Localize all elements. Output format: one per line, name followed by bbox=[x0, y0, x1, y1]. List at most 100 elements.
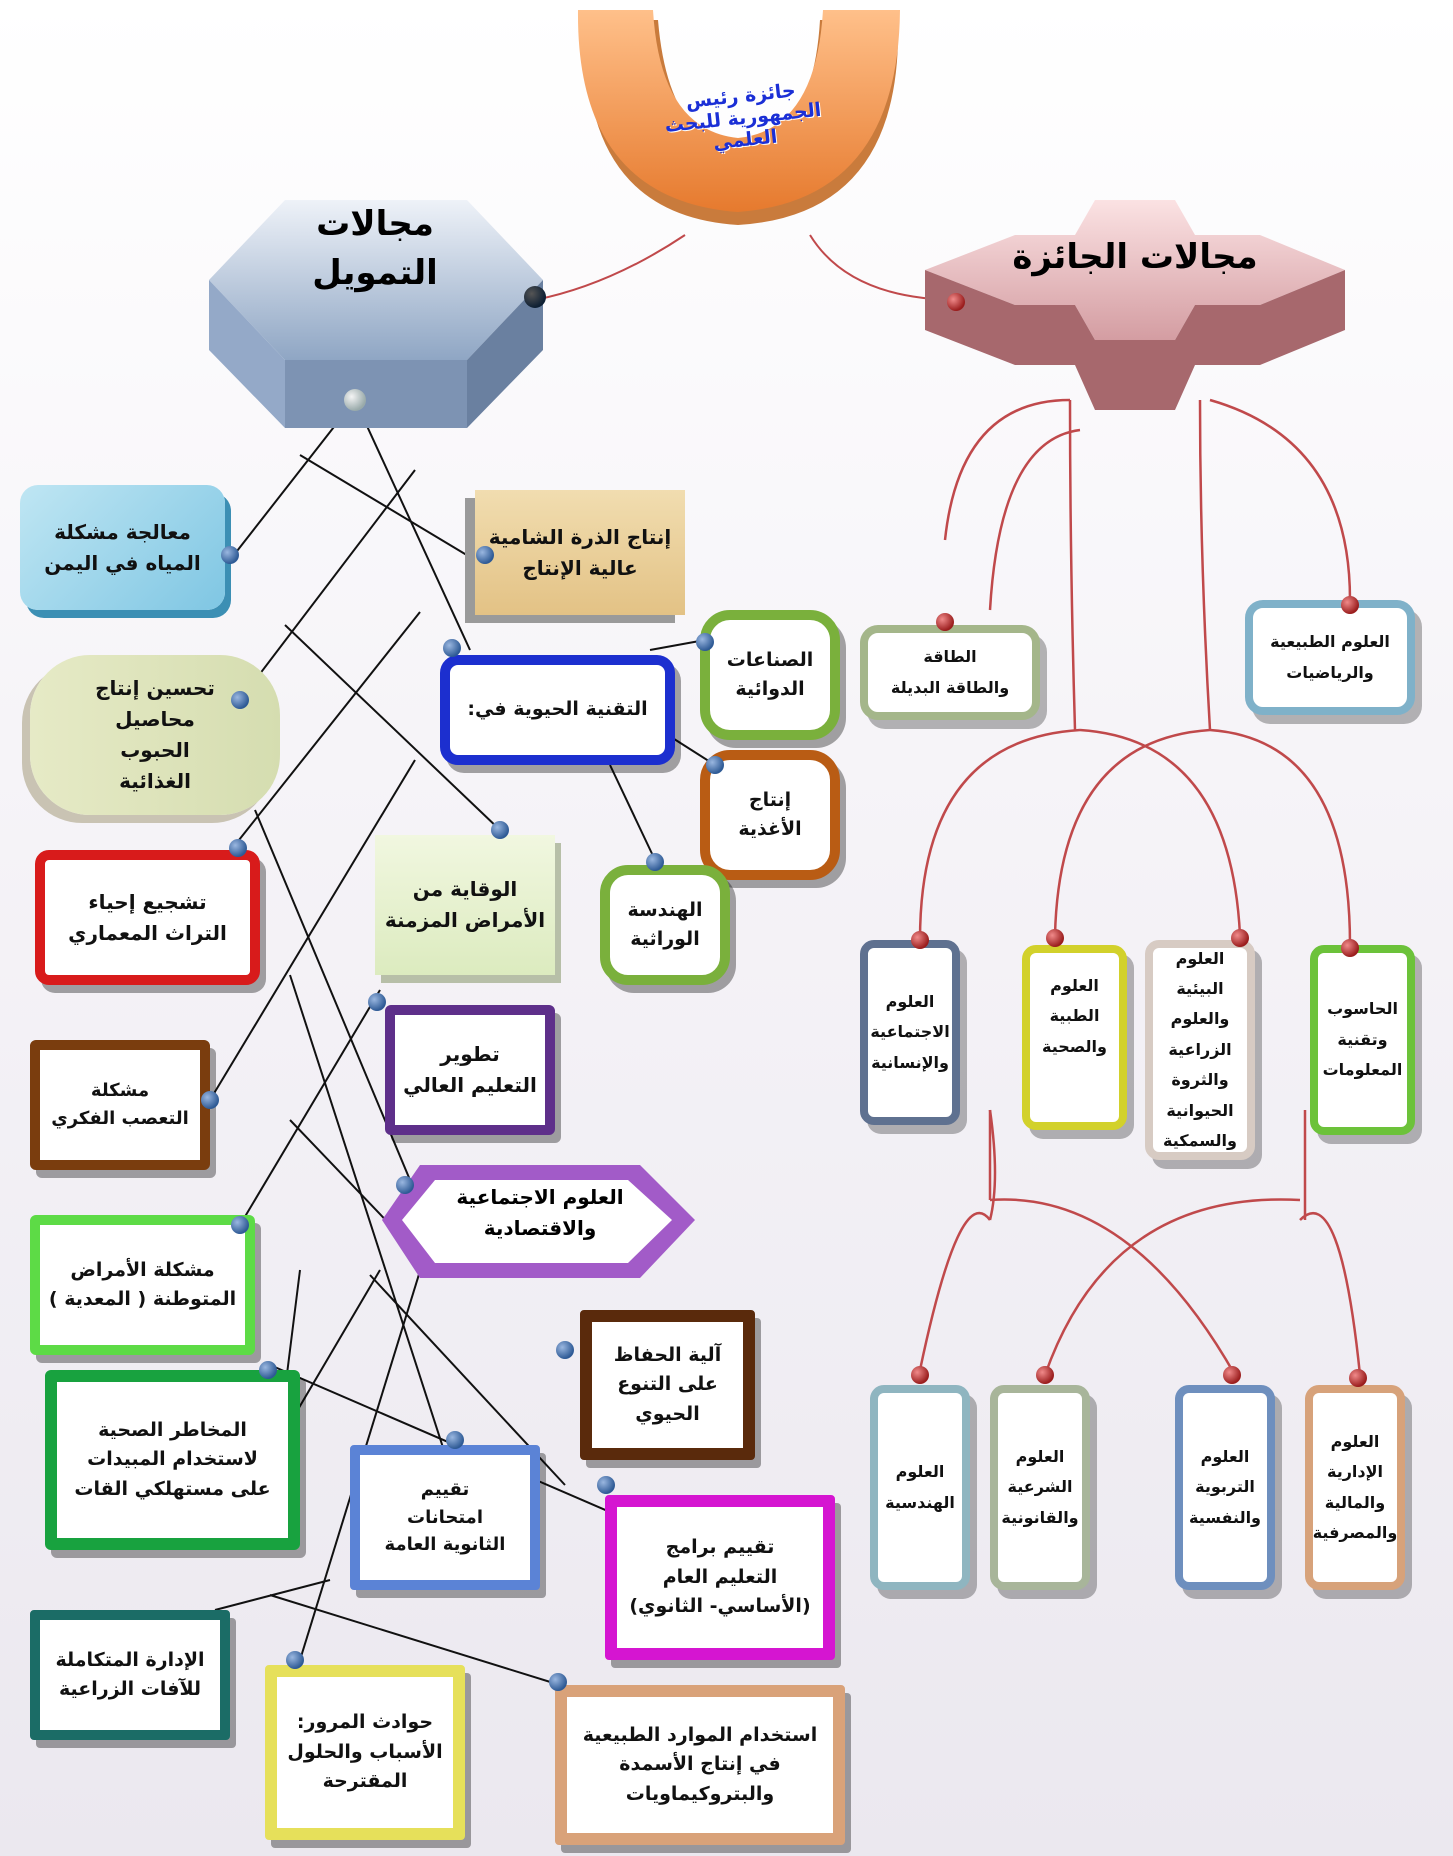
award-star-connector bbox=[947, 293, 965, 311]
funding-title-line2: التمويل bbox=[312, 253, 438, 294]
award-item-sharia: العلوم الشرعية والقانونية bbox=[990, 1385, 1090, 1590]
computing-line2: وتقنية bbox=[1337, 1029, 1388, 1049]
heritage-connector bbox=[229, 839, 247, 857]
funding-item-food: إنتاج الأغذية bbox=[700, 750, 840, 880]
hexagon-shape bbox=[209, 200, 543, 428]
resources-line2: في إنتاج الأسمدة bbox=[619, 1753, 781, 1776]
funding-item-endemic-diseases: مشكلة الأمراض المتوطنة ( المعدية ) bbox=[30, 1215, 255, 1355]
chronic-connector bbox=[491, 821, 509, 839]
grains-line1: تحسين إنتاج bbox=[95, 676, 215, 700]
environmental-line2: والعلوم الزراعية bbox=[1168, 1009, 1232, 1059]
funding-item-higher-education: تطوير التعليم العالي bbox=[385, 1005, 555, 1135]
award-fields-title: مجالات الجائزة bbox=[1012, 237, 1258, 277]
sharia-connector bbox=[1036, 1366, 1054, 1384]
endemic-connector bbox=[231, 1216, 249, 1234]
pharma-line2: الدوائية bbox=[735, 678, 805, 700]
pest-line2: للآفات الزراعية bbox=[58, 1678, 202, 1700]
funding-item-traffic-accidents: حوادث المرور: الأسباب والحلول المقترحة bbox=[265, 1665, 465, 1840]
corn-line2: عالية الإنتاج bbox=[522, 555, 638, 580]
exams-connector bbox=[446, 1431, 464, 1449]
admin-line4: والمصرفية bbox=[1312, 1522, 1398, 1542]
genetic-line2: الوراثية bbox=[630, 928, 700, 950]
energy-line2: والطاقة البديلة bbox=[890, 677, 1010, 697]
food-connector bbox=[706, 756, 724, 774]
environmental-connector bbox=[1231, 929, 1249, 947]
natural-sciences-line1: العلوم الطبيعية bbox=[1270, 632, 1390, 652]
admin-line3: والمالية bbox=[1324, 1492, 1386, 1512]
education-connector bbox=[1223, 1366, 1241, 1384]
medical-line2: والصحية bbox=[1042, 1036, 1107, 1056]
grains-line2: محاصيل bbox=[115, 707, 195, 731]
environmental-line1: العلوم البيئية bbox=[1175, 948, 1225, 999]
award-star-shape: مجالات الجائزة bbox=[915, 195, 1355, 425]
natural-sciences-connector bbox=[1341, 596, 1359, 614]
award-item-humanities: العلوم الاجتماعية والإنسانية bbox=[860, 940, 960, 1125]
biodiversity-line2: على التنوع bbox=[617, 1373, 718, 1396]
funding-title-line1: مجالات bbox=[316, 204, 434, 244]
hexagon-right-connector bbox=[524, 286, 546, 308]
funding-item-grains: تحسين إنتاج محاصيل الحبوب الغذائية bbox=[30, 655, 280, 815]
grains-line4: الغذائية bbox=[119, 769, 191, 793]
higher-edu-connector bbox=[368, 993, 386, 1011]
exams-line1: تقييم bbox=[420, 1478, 470, 1500]
food-line1: إنتاج bbox=[748, 788, 792, 811]
education-line2: التربوية bbox=[1195, 1477, 1255, 1497]
sharia-line3: والقانونية bbox=[1001, 1507, 1079, 1527]
sharia-line1: العلوم bbox=[1015, 1446, 1065, 1466]
extremism-line1: مشكلة bbox=[90, 1080, 150, 1102]
grains-line3: الحبوب bbox=[120, 738, 190, 762]
traffic-line1: حوادث المرور: bbox=[296, 1711, 434, 1734]
humanities-line2: الاجتماعية bbox=[870, 1022, 950, 1042]
pesticides-line1: المخاطر الصحية bbox=[98, 1418, 247, 1441]
award-item-environmental: العلوم البيئية والعلوم الزراعية والثروة … bbox=[1145, 940, 1255, 1160]
humanities-line1: العلوم bbox=[885, 991, 935, 1011]
arch-shape bbox=[577, 10, 900, 225]
genetic-connector bbox=[646, 853, 664, 871]
admin-connector bbox=[1349, 1369, 1367, 1387]
award-title-arch: جائزة رئيس الجمهورية للبحث العلمي bbox=[558, 0, 920, 235]
medical-line1: العلوم الطبية bbox=[1049, 976, 1100, 1026]
funding-item-chronic-diseases: الوقاية من الأمراض المزمنة bbox=[375, 835, 555, 975]
pesticides-connector bbox=[259, 1361, 277, 1379]
environmental-line3: والثروة bbox=[1171, 1070, 1229, 1090]
traffic-line2: الأسباب والحلول bbox=[287, 1740, 443, 1763]
engineering-line2: الهندسية bbox=[885, 1492, 955, 1512]
funding-item-social-economic: العلوم الاجتماعية والاقتصادية bbox=[380, 1160, 700, 1290]
resources-line3: والبتروكيماويات bbox=[625, 1782, 775, 1805]
energy-line1: الطاقة bbox=[923, 647, 977, 667]
corn-connector bbox=[476, 546, 494, 564]
pest-line1: الإدارة المتكاملة bbox=[55, 1648, 205, 1671]
computing-line1: الحاسوب bbox=[1327, 999, 1398, 1019]
education-line3: والنفسية bbox=[1189, 1507, 1261, 1527]
corn-line1: إنتاج الذرة الشامية bbox=[488, 524, 672, 549]
award-item-education: العلوم التربوية والنفسية bbox=[1175, 1385, 1275, 1590]
pesticides-line2: لاستخدام المبيدات bbox=[87, 1448, 258, 1471]
genetic-line1: الهندسة bbox=[627, 898, 703, 921]
natural-sciences-line2: والرياضيات bbox=[1286, 662, 1374, 682]
medical-connector bbox=[1046, 929, 1064, 947]
funding-item-public-education: تقييم برامج التعليم العام (الأساسي- الثا… bbox=[605, 1495, 835, 1660]
public-edu-connector bbox=[597, 1476, 615, 1494]
biodiversity-line3: الحيوي bbox=[635, 1402, 700, 1425]
traffic-line3: المقترحة bbox=[322, 1770, 408, 1793]
pesticides-line3: على مستهلكي القات bbox=[74, 1477, 271, 1500]
funding-item-pest-management: الإدارة المتكاملة للآفات الزراعية bbox=[30, 1610, 230, 1740]
chronic-line2: الأمراض المزمنة bbox=[384, 908, 546, 932]
funding-item-water: معالجة مشكلة المياه في اليمن bbox=[20, 485, 225, 610]
public-edu-line3: (الأساسي- الثانوي) bbox=[629, 1595, 811, 1618]
social-econ-hexagon bbox=[382, 1165, 695, 1278]
pharma-connector bbox=[696, 633, 714, 651]
pharma-line1: الصناعات bbox=[726, 648, 814, 671]
chronic-line1: الوقاية من bbox=[412, 877, 518, 901]
exams-line2: امتحانات bbox=[407, 1506, 483, 1528]
funding-item-pesticides: المخاطر الصحية لاستخدام المبيدات على مست… bbox=[45, 1370, 300, 1550]
social-econ-line1: العلوم الاجتماعية bbox=[456, 1185, 624, 1209]
heritage-line2: التراث المعماري bbox=[68, 920, 227, 945]
award-item-computing: الحاسوب وتقنية المعلومات bbox=[1310, 945, 1415, 1135]
biodiversity-line1: آلية الحفاظ bbox=[613, 1343, 722, 1366]
higher-edu-line2: التعليم العالي bbox=[403, 1073, 537, 1097]
engineering-connector bbox=[911, 1366, 929, 1384]
heritage-line1: تشجيع إحياء bbox=[88, 889, 207, 914]
higher-edu-line1: تطوير bbox=[440, 1042, 500, 1066]
water-connector bbox=[221, 546, 239, 564]
